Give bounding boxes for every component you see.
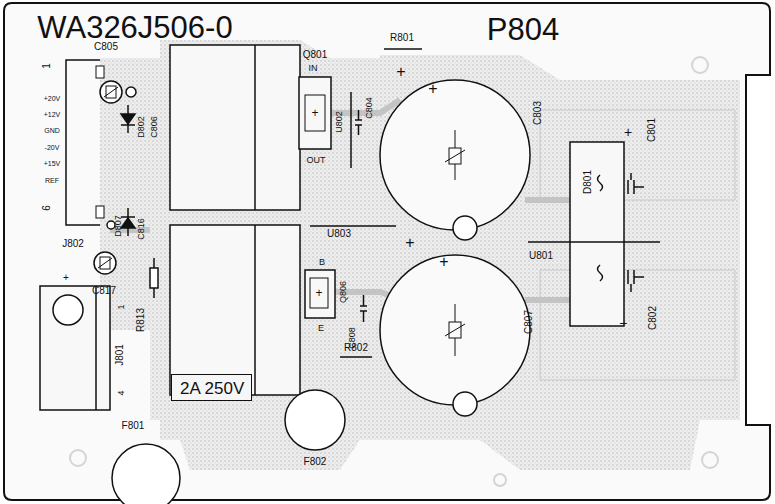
pin-pad	[96, 206, 104, 218]
bridge-rectifier-outline	[528, 241, 660, 243]
component-label: J802	[62, 239, 84, 249]
component-label: -20V	[45, 144, 60, 151]
fuse-rating-box: 2A 250V	[171, 374, 252, 401]
component-label: R802	[344, 343, 368, 353]
component-label-vertical: C803	[533, 101, 543, 125]
component-label-vertical: C806	[150, 116, 159, 138]
ground-plane	[540, 110, 735, 380]
component-label: −	[619, 316, 627, 330]
component-label-vertical: D801	[583, 170, 593, 194]
connector-pin	[53, 295, 83, 325]
fuse-holder	[112, 444, 180, 504]
component-label: +	[396, 64, 405, 80]
component-label: P804	[487, 14, 559, 45]
component-label: +	[315, 287, 322, 299]
component-label: +	[311, 107, 318, 119]
component-label: E	[318, 324, 324, 333]
component-label: U803	[327, 229, 351, 239]
component-label: +20V	[44, 95, 61, 102]
component-label: F802	[304, 457, 327, 467]
component-label: +	[439, 254, 448, 270]
component-label-vertical: C816	[137, 218, 146, 240]
capacitor-symbol	[100, 81, 136, 103]
fuse-holder	[285, 390, 345, 450]
component-label-vertical: J801	[115, 344, 125, 366]
capacitor-symbol	[355, 110, 362, 135]
capacitor-symbol	[380, 255, 530, 416]
component-label-vertical: D802	[137, 116, 146, 138]
resistor-symbol	[150, 268, 158, 288]
transistor-outline	[310, 278, 328, 308]
component-label-vertical: 6	[42, 205, 52, 211]
component-label: C805	[94, 42, 118, 52]
diode-symbol	[107, 208, 135, 236]
component-label-vertical: C804	[365, 97, 374, 119]
pin-pad	[96, 66, 104, 78]
transistor-outline	[305, 95, 325, 131]
component-label-vertical: U802	[335, 111, 344, 133]
component-label: +	[624, 125, 632, 139]
component-label: REF	[45, 177, 59, 184]
component-label: B	[319, 258, 325, 267]
component-label: +	[63, 273, 69, 283]
component-label: +15V	[44, 160, 61, 167]
connector-outline	[40, 286, 110, 410]
component-label: WA326J506-0	[37, 12, 232, 43]
header-outline	[66, 60, 100, 225]
resistor-outline	[340, 356, 372, 358]
component-label-vertical: 1	[117, 304, 126, 309]
capacitor-symbol	[94, 252, 116, 274]
component-label: C817	[92, 286, 116, 296]
capacitor-symbol	[360, 295, 367, 322]
component-label: +12V	[44, 111, 61, 118]
component-label-vertical: Q806	[339, 281, 348, 303]
component-label: +	[405, 235, 414, 251]
mounting-hole	[70, 57, 718, 486]
component-label: U801	[529, 251, 553, 261]
ground-plane	[100, 40, 740, 470]
board-outline	[4, 3, 770, 500]
resistor-outline	[384, 48, 422, 50]
diode-symbol	[121, 105, 135, 133]
fuse-rating: 2A 250V	[180, 380, 243, 397]
component-label: R801	[390, 33, 414, 43]
transistor-outline	[299, 77, 331, 149]
component-label: F801	[122, 421, 145, 431]
component-label-vertical: D807	[114, 215, 123, 237]
component-label-vertical: C802	[648, 306, 658, 330]
capacitor-symbol	[380, 80, 530, 240]
coil-symbol	[598, 175, 603, 281]
connector-outline	[95, 286, 97, 410]
component-label: OUT	[307, 156, 326, 165]
transformer-outline	[170, 45, 300, 395]
component-label-vertical: C801	[647, 118, 657, 142]
component-label-vertical: 4	[117, 390, 126, 395]
regulator-outline	[350, 92, 352, 168]
transistor-outline	[305, 270, 335, 318]
component-label-vertical: R813	[136, 308, 146, 332]
component-label-vertical: C807	[524, 310, 534, 334]
regulator-outline	[310, 225, 396, 227]
component-label: Q801	[303, 50, 327, 60]
bridge-rectifier-outline	[570, 142, 624, 326]
component-label: IN	[309, 64, 318, 73]
component-label: +	[428, 81, 437, 97]
capacitor-symbol	[628, 173, 644, 292]
component-label: GND	[44, 127, 60, 134]
component-label-vertical: 1	[42, 63, 52, 69]
